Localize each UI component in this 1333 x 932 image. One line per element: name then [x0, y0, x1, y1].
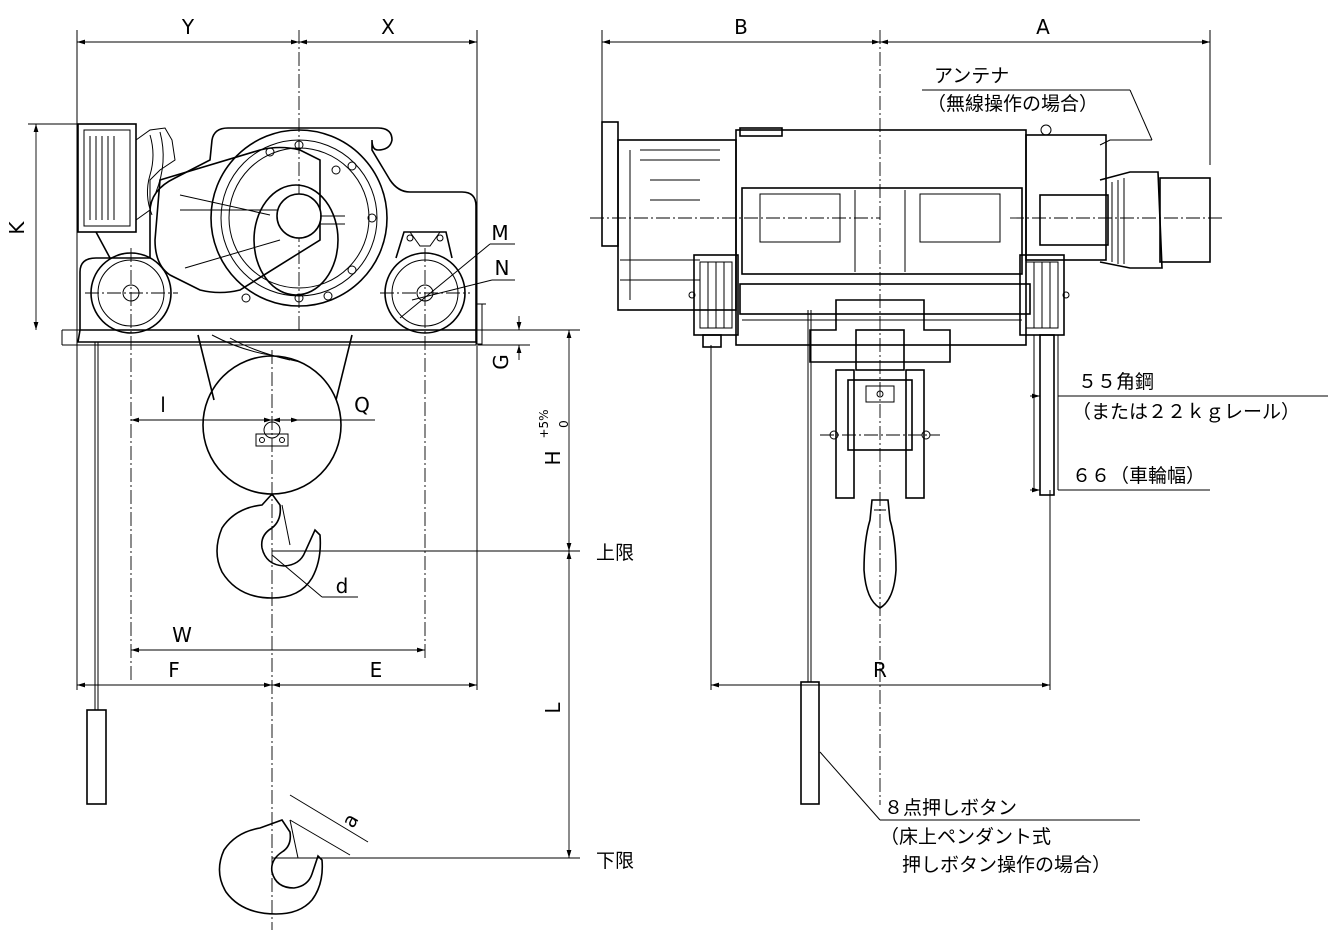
- rail-note: ５５角鋼 （または２２ｋｇレール）: [1030, 371, 1328, 423]
- svg-text:L: L: [541, 702, 565, 714]
- lower-limit-label: 下限: [596, 850, 634, 872]
- pendant-side: [800, 310, 1140, 821]
- svg-text:６６（車輪幅）: ６６（車輪幅）: [1072, 465, 1205, 487]
- svg-text:M: M: [491, 221, 508, 245]
- dim-d: d: [271, 554, 358, 598]
- side-right-wheel: [1019, 254, 1070, 336]
- svg-text:H: H: [541, 450, 565, 465]
- svg-text:B: B: [734, 15, 748, 39]
- dim-m: M: [399, 221, 515, 319]
- control-box: [77, 123, 176, 259]
- dim-x: X: [299, 15, 477, 45]
- svg-text:（床上ペンダント式: （床上ペンダント式: [880, 826, 1051, 848]
- dim-r: R: [710, 345, 1051, 690]
- hook-block: [197, 334, 353, 930]
- side-hook-block: [809, 299, 951, 609]
- right-wheel: [380, 231, 470, 660]
- pendant-front: [86, 342, 107, 805]
- svg-text:Y: Y: [181, 15, 195, 39]
- dim-g: G: [475, 303, 530, 370]
- svg-text:５５角鋼: ５５角鋼: [1078, 371, 1154, 393]
- dim-a: A: [880, 15, 1210, 45]
- side-left-wheel: [688, 254, 739, 348]
- svg-text:l: l: [160, 393, 166, 417]
- front-view: Y X K: [5, 15, 634, 930]
- side-motor: [1010, 124, 1222, 269]
- wheel-width-note: ６６（車輪幅）: [1030, 465, 1210, 493]
- side-view: B A アンテナ （無線操作の場合）: [590, 15, 1328, 876]
- svg-text:（または２２ｋｇレール）: （または２２ｋｇレール）: [1072, 401, 1300, 423]
- svg-text:K: K: [5, 221, 29, 235]
- dim-l-lift: L 下限: [272, 551, 634, 872]
- dim-l: l: [131, 393, 272, 423]
- svg-text:Q: Q: [354, 393, 370, 417]
- pendant-note: ８点押しボタン （床上ペンダント式 押しボタン操作の場合）: [880, 797, 1111, 876]
- svg-text:F: F: [168, 658, 180, 682]
- side-drum-body: [735, 127, 1031, 346]
- svg-text:a: a: [336, 809, 363, 832]
- lower-hook: a: [218, 794, 369, 915]
- side-rail: [1033, 334, 1059, 496]
- svg-text:アンテナ: アンテナ: [934, 65, 1009, 87]
- dim-w: W: [131, 623, 425, 653]
- svg-text:0: 0: [557, 420, 571, 428]
- drum-housing: [154, 129, 388, 307]
- svg-text:E: E: [370, 658, 383, 682]
- svg-text:G: G: [489, 354, 513, 370]
- svg-text:N: N: [495, 256, 510, 280]
- svg-text:R: R: [873, 658, 887, 682]
- dim-n: N: [411, 256, 515, 301]
- dim-k: K: [5, 123, 135, 330]
- dim-q: Q: [272, 393, 375, 423]
- svg-text:d: d: [336, 574, 349, 598]
- svg-text:８点押しボタン: ８点押しボタン: [884, 797, 1017, 819]
- dim-e: E: [272, 658, 477, 688]
- dim-b: B: [602, 15, 880, 45]
- dim-f: F: [77, 658, 272, 688]
- upper-limit-label: 上限: [596, 542, 634, 564]
- left-wheel: [85, 248, 178, 680]
- svg-text:W: W: [172, 623, 192, 647]
- svg-text:+5%: +5%: [537, 409, 551, 438]
- svg-text:（無線操作の場合）: （無線操作の場合）: [927, 93, 1098, 115]
- antenna-note: アンテナ （無線操作の場合）: [922, 65, 1153, 146]
- dim-h: H +5% 0 上限: [272, 329, 634, 564]
- svg-text:押しボタン操作の場合）: 押しボタン操作の場合）: [902, 854, 1111, 876]
- side-control-box: [590, 121, 880, 311]
- svg-text:A: A: [1036, 15, 1050, 39]
- svg-text:X: X: [381, 15, 395, 39]
- dim-y: Y: [77, 15, 299, 45]
